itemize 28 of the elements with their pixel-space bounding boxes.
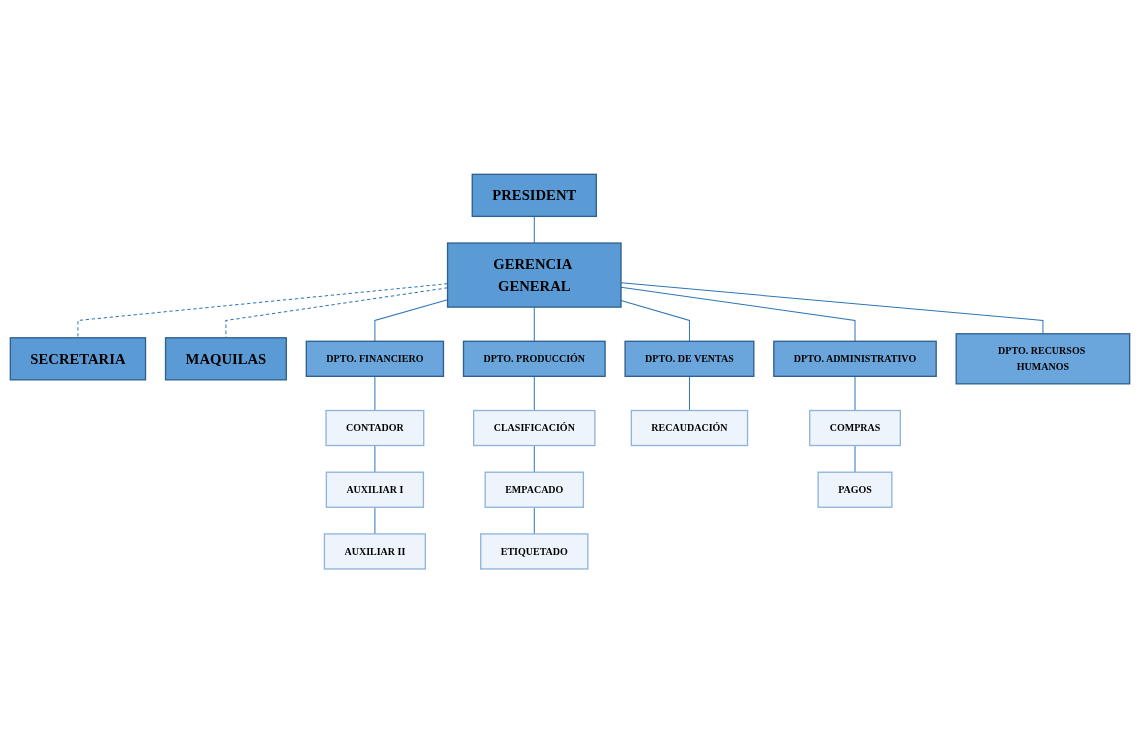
node-box: PAGOS <box>817 471 893 509</box>
node-box: MAQUILAS <box>164 337 287 381</box>
node-box: DPTO. FINANCIERO <box>305 340 445 378</box>
connector <box>854 376 856 412</box>
node-box: PRESIDENT <box>471 174 597 218</box>
connector <box>374 445 376 474</box>
node-box: DPTO. RECURSOS HUMANOS <box>955 333 1131 385</box>
node-box: DPTO. PRODUCCIÓN <box>462 340 606 378</box>
node-box: SECRETARIA <box>9 337 147 381</box>
connector <box>374 376 376 412</box>
node-box: CONTADOR <box>325 410 425 447</box>
node-box: ETIQUETADO <box>480 533 589 570</box>
node-box: DPTO. DE VENTAS <box>624 340 755 378</box>
node-box: RECAUDACIÓN <box>630 410 749 447</box>
connector <box>374 507 376 535</box>
node-box: COMPRAS <box>809 410 901 447</box>
connector <box>533 445 535 474</box>
connector <box>533 306 535 343</box>
node-box: DPTO. ADMINISTRATIVO <box>773 340 937 378</box>
node-box: EMPACADO <box>484 471 585 509</box>
node-box: AUXILIAR II <box>323 533 427 570</box>
connector <box>688 376 690 412</box>
connector <box>533 376 535 412</box>
node-box: CLASIFICACIÓN <box>473 410 596 447</box>
node-box: AUXILIAR I <box>325 471 425 509</box>
connector <box>533 216 535 244</box>
node-box: GERENCIA GENERAL <box>446 242 622 309</box>
connector <box>533 507 535 535</box>
